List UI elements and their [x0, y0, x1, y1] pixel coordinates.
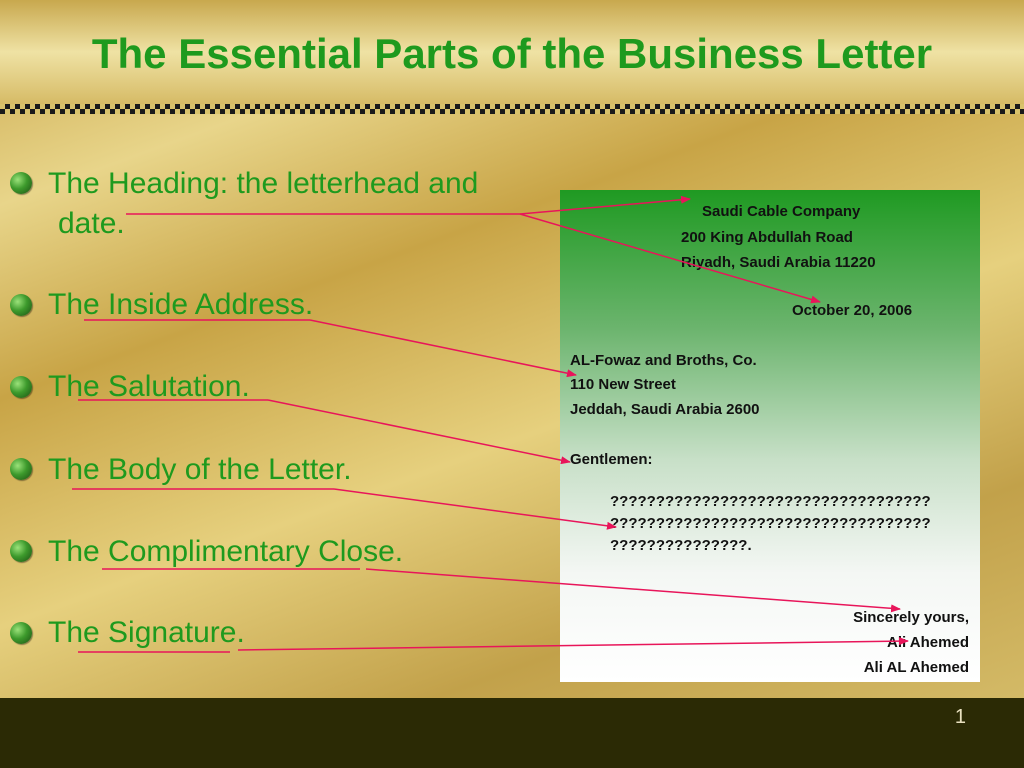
- bullet-inside-address: The Inside Address.: [48, 288, 314, 321]
- bullet-heading-line2: date.: [58, 207, 125, 240]
- title-band: [0, 0, 1024, 104]
- letter-inside-street: 110 New Street: [570, 376, 676, 393]
- letter-body-line2: ???????????????????????????????????: [610, 515, 931, 532]
- page-number: 1: [954, 706, 966, 728]
- bullet-icon: [10, 458, 32, 480]
- bullet-signature: The Signature.: [48, 616, 245, 649]
- footer-bar: [0, 698, 1024, 768]
- arrow-to-date: [519, 213, 821, 304]
- bullet-heading-line1: The Heading: the letterhead and: [48, 167, 479, 200]
- checker-divider: [0, 104, 1024, 114]
- bullet-icon: [10, 540, 32, 562]
- arrow-to-body: [333, 488, 617, 530]
- arrow-to-salutation: [267, 399, 571, 465]
- bullet-icon: [10, 376, 32, 398]
- letter-date: October 20, 2006: [792, 302, 913, 319]
- letter-inside-name: AL-Fowaz and Broths, Co.: [570, 352, 757, 369]
- bullet-icon: [10, 622, 32, 644]
- letter-street: 200 King Abdullah Road: [681, 229, 853, 246]
- letter-signature-line2: Ali AL Ahemed: [863, 659, 969, 676]
- letter-body-line3: ???????????????.: [610, 537, 752, 554]
- arrow-to-close: [365, 568, 901, 613]
- arrow-to-letterhead: [519, 195, 691, 215]
- bullet-icon: [10, 172, 32, 194]
- letter-body-line1: ???????????????????????????????????: [610, 493, 931, 510]
- bullet-complimentary-close: The Complimentary Close.: [48, 535, 404, 568]
- bullet-body: The Body of the Letter.: [48, 453, 352, 486]
- letter-company: Saudi Cable Company: [702, 203, 861, 220]
- letter-salutation: Gentlemen:: [570, 451, 653, 468]
- letter-close: Sincerely yours,: [853, 609, 969, 626]
- arrow-to-signature: [237, 637, 909, 651]
- bullet-salutation: The Salutation.: [48, 370, 250, 403]
- slide-title: The Essential Parts of the Business Lett…: [91, 30, 933, 77]
- bullet-icon: [10, 294, 32, 316]
- letter-city: Riyadh, Saudi Arabia 11220: [681, 254, 876, 271]
- arrow-to-inside-address: [309, 319, 577, 378]
- letter-inside-city: Jeddah, Saudi Arabia 2600: [570, 401, 760, 418]
